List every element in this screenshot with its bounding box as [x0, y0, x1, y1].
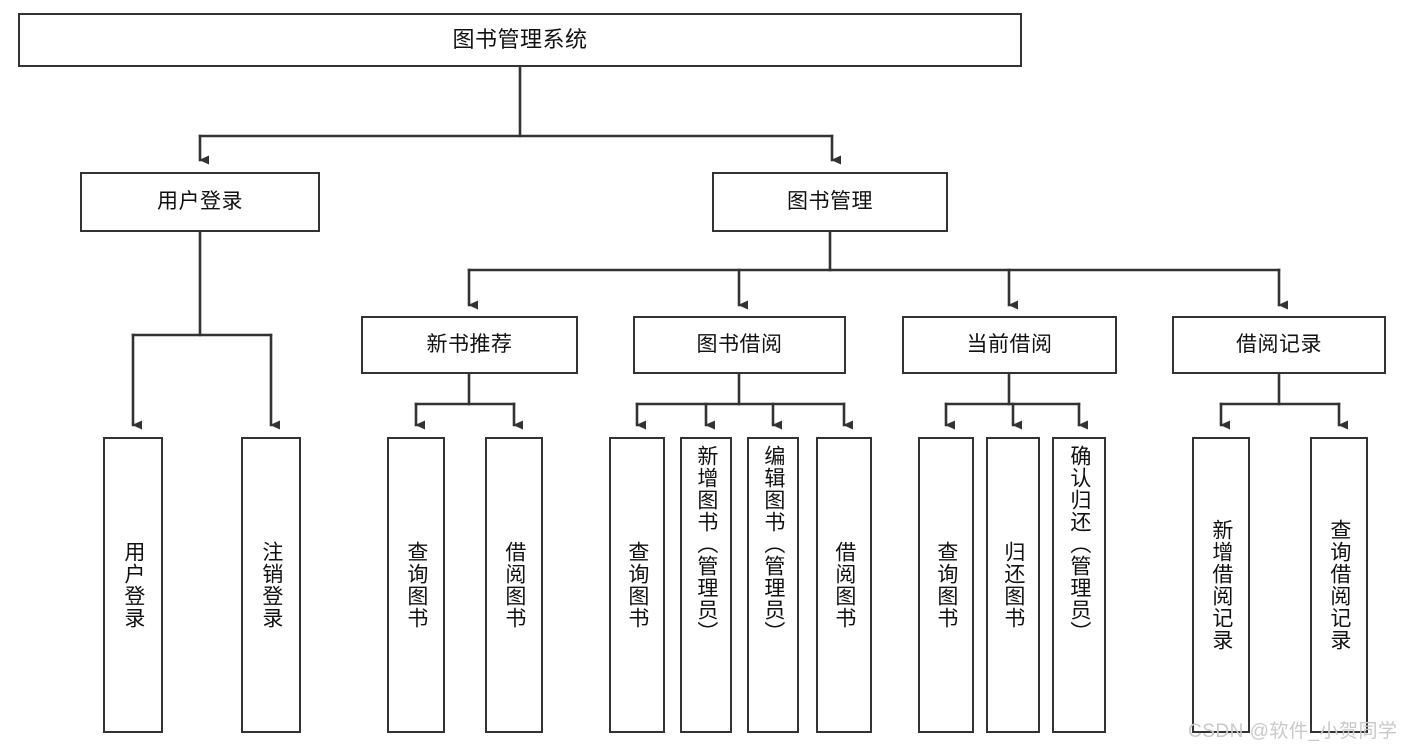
node-label: 图书管理 [787, 190, 873, 214]
node-leaf-query-record[interactable]: 查询借阅记录 [1310, 437, 1368, 733]
node-label: 借阅图书 [832, 541, 856, 629]
node-label: 当前借阅 [966, 333, 1053, 357]
node-label: 新增图书（管理员） [694, 445, 718, 643]
node-label: 借阅记录 [1236, 333, 1322, 357]
node-label: 用户登录 [157, 190, 243, 214]
node-leaf-edit-book[interactable]: 编辑图书（管理员） [747, 437, 799, 733]
node-label: 查询图书 [404, 541, 428, 629]
node-leaf-logout[interactable]: 注销登录 [241, 437, 301, 733]
node-label: 新书推荐 [426, 333, 513, 357]
node-label: 图书借阅 [696, 333, 783, 357]
node-label: 确认归还（管理员） [1067, 445, 1091, 643]
node-leaf-return-book[interactable]: 归还图书 [986, 437, 1040, 733]
node-leaf-confirm-return[interactable]: 确认归还（管理员） [1052, 437, 1106, 733]
node-leaf-borrow-book-1[interactable]: 借阅图书 [485, 437, 543, 733]
node-leaf-add-book[interactable]: 新增图书（管理员） [680, 437, 732, 733]
node-borrow-record[interactable]: 借阅记录 [1172, 316, 1386, 374]
node-leaf-add-record[interactable]: 新增借阅记录 [1192, 437, 1250, 733]
node-user-login[interactable]: 用户登录 [80, 172, 320, 232]
node-new-book-recommend[interactable]: 新书推荐 [361, 316, 578, 374]
node-root-system[interactable]: 图书管理系统 [18, 13, 1022, 67]
node-label: 新增借阅记录 [1209, 519, 1233, 651]
watermark-text: CSDN @软件_小贺同学 [1188, 721, 1398, 742]
node-label: 借阅图书 [502, 541, 526, 629]
node-label: 查询图书 [934, 541, 958, 629]
node-leaf-user-login[interactable]: 用户登录 [103, 437, 163, 733]
node-label: 归还图书 [1001, 541, 1025, 629]
node-current-borrow[interactable]: 当前借阅 [902, 316, 1117, 374]
node-leaf-query-book-3[interactable]: 查询图书 [918, 437, 974, 733]
node-root-label: 图书管理系统 [452, 26, 588, 52]
node-leaf-borrow-book-2[interactable]: 借阅图书 [816, 437, 872, 733]
node-book-borrow[interactable]: 图书借阅 [633, 316, 846, 374]
node-label: 注销登录 [259, 541, 283, 629]
node-label: 用户登录 [121, 541, 145, 629]
node-leaf-query-book-2[interactable]: 查询图书 [609, 437, 665, 733]
node-label: 查询图书 [625, 541, 649, 629]
node-label: 查询借阅记录 [1327, 519, 1351, 651]
node-leaf-query-book-1[interactable]: 查询图书 [387, 437, 445, 733]
node-label: 编辑图书（管理员） [761, 445, 785, 643]
node-book-manage[interactable]: 图书管理 [712, 172, 948, 232]
